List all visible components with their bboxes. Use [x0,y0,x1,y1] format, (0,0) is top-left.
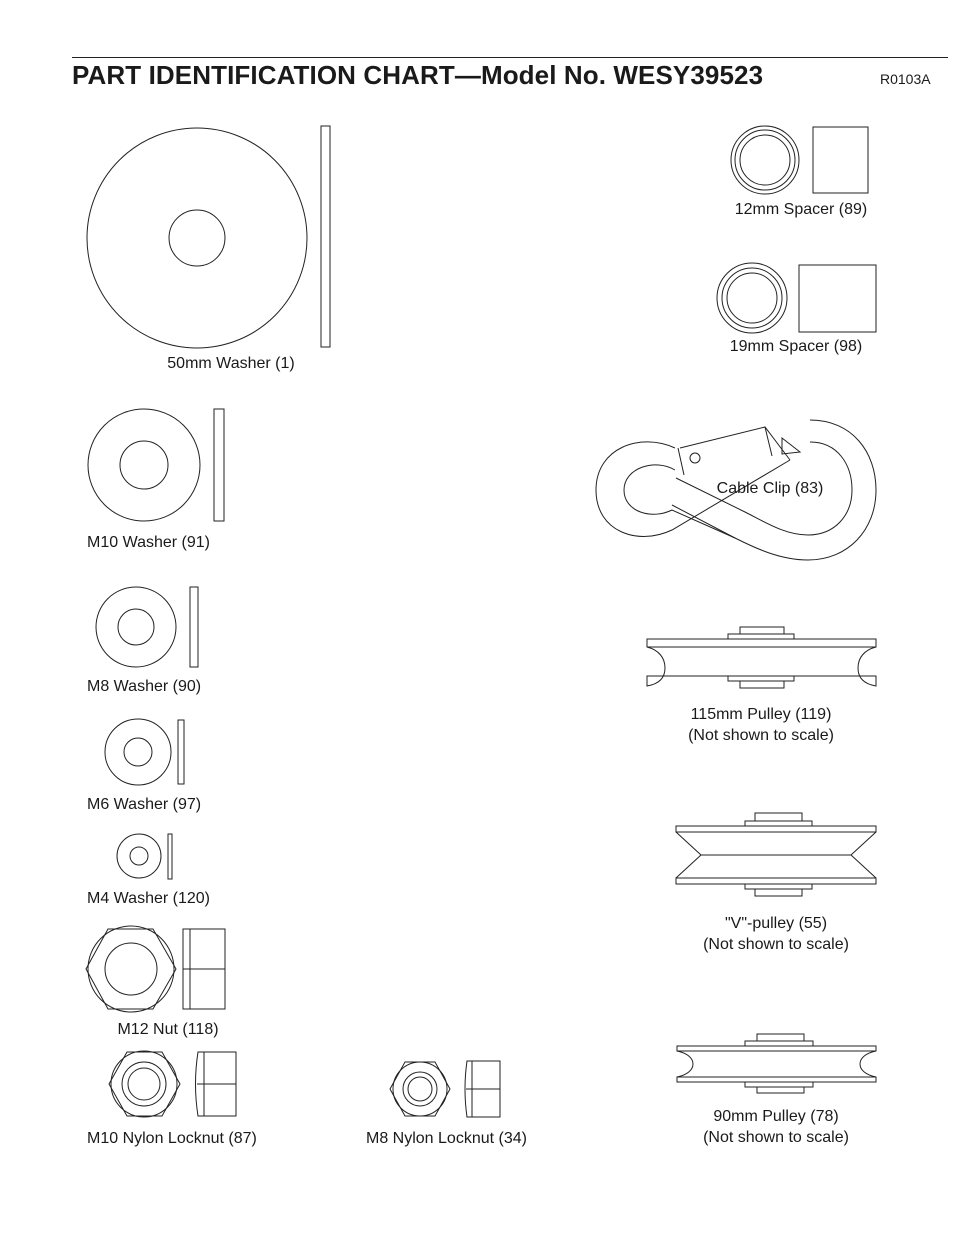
cable-clip-label: Cable Clip (83) [716,480,824,497]
locknut-m8-drawing [389,1060,501,1118]
locknut-m8-label: M8 Nylon Locknut (34) [366,1130,527,1147]
washer-m10-label: M10 Washer (91) [87,534,210,551]
header-rule [72,57,948,58]
page-title: PART IDENTIFICATION CHART—Model No. WESY… [72,60,764,90]
nut-m12-label: M12 Nut (118) [117,1021,219,1038]
v-pulley-drawing [675,812,877,897]
cable-clip-drawing [595,419,877,561]
v-pulley-label: "V"-pulley (55) (Not shown to scale) [703,913,849,955]
pulley-115mm-name: 115mm Pulley (119) [690,706,832,723]
washer-m6-label: M6 Washer (97) [87,796,202,813]
spacer-12mm-drawing [730,125,869,195]
washer-50mm-label: 50mm Washer (1) [167,355,295,372]
pulley-115mm-drawing [646,626,877,689]
pulley-90mm-note: (Not shown to scale) [703,1129,849,1146]
spacer-19mm-label: 19mm Spacer (98) [729,338,863,355]
v-pulley-name: "V"-pulley (55) [724,915,828,932]
washer-m6-drawing [104,718,185,786]
pulley-90mm-name: 90mm Pulley (78) [713,1108,839,1125]
spacer-19mm-drawing [716,262,877,334]
document-code: R0103A [880,71,931,87]
pulley-90mm-drawing [676,1033,877,1094]
washer-m4-label: M4 Washer (120) [87,890,210,907]
v-pulley-note: (Not shown to scale) [703,936,849,953]
pulley-90mm-label: 90mm Pulley (78) (Not shown to scale) [703,1106,849,1148]
locknut-m10-label: M10 Nylon Locknut (87) [87,1130,257,1147]
pulley-115mm-note: (Not shown to scale) [688,727,834,744]
washer-m4-drawing [116,833,173,880]
spacer-12mm-label: 12mm Spacer (89) [734,201,868,218]
washer-50mm-drawing [86,125,331,349]
washer-m8-drawing [95,586,199,668]
nut-m12-drawing [85,925,226,1013]
washer-m10-drawing [87,408,225,522]
washer-m8-label: M8 Washer (90) [87,678,202,695]
locknut-m10-drawing [108,1050,237,1118]
pulley-115mm-label: 115mm Pulley (119) (Not shown to scale) [688,704,834,746]
